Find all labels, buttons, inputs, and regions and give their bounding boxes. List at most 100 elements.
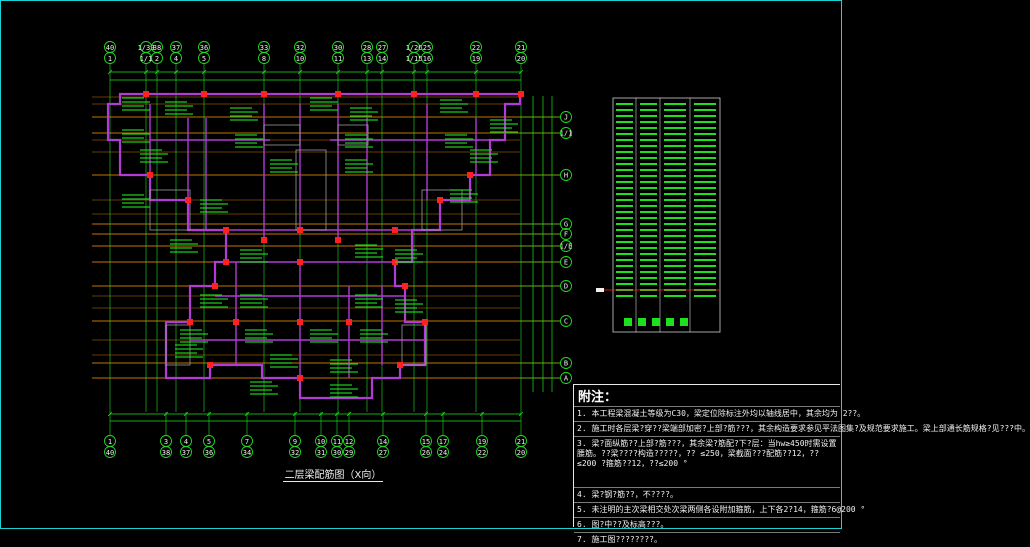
axis-label: 26 — [422, 449, 430, 457]
axis-label: 28 — [363, 44, 371, 52]
axis-label: 11 — [334, 55, 342, 63]
wall-outline — [295, 149, 327, 231]
axis-label: G — [564, 221, 568, 229]
axis-label: 27 — [379, 449, 387, 457]
axis-label: 4 — [184, 438, 188, 446]
axis-bubble — [476, 446, 488, 458]
dimension-tick — [334, 411, 340, 417]
beam-outline — [106, 92, 522, 400]
axis-bubble — [332, 52, 344, 64]
axis-label: A — [564, 375, 569, 383]
axis-bubble — [421, 52, 433, 64]
axis-bubble — [408, 52, 420, 64]
axis-label: 21 — [517, 438, 525, 446]
dimension-tick — [364, 69, 370, 75]
axis-bubble — [315, 446, 327, 458]
axis-label: 36 — [205, 449, 213, 457]
column — [335, 91, 341, 97]
dimension-tick — [244, 411, 250, 417]
axis-label: 19 — [478, 438, 486, 446]
dimension-tick — [479, 411, 485, 417]
column — [392, 227, 398, 233]
axis-label: 19 — [472, 55, 480, 63]
column — [346, 319, 352, 325]
dimension-tick — [380, 411, 386, 417]
axis-label: B — [564, 360, 568, 368]
column — [335, 237, 341, 243]
note-item: 7. 施工图????????。 — [574, 532, 840, 547]
axis-bubble — [560, 218, 572, 230]
axis-label: 7 — [245, 438, 249, 446]
axis-label: 25 — [423, 44, 431, 52]
axis-label: 22 — [472, 44, 480, 52]
axis-label: 22 — [478, 449, 486, 457]
axis-bubble — [437, 446, 449, 458]
axis-label: 8 — [262, 55, 266, 63]
column — [402, 283, 408, 289]
dimension-tick — [423, 411, 429, 417]
axis-label: 38 — [162, 449, 170, 457]
axis-label: 10 — [317, 438, 325, 446]
axis-label: 20 — [517, 449, 525, 457]
axis-bubble — [203, 446, 215, 458]
axis-bubble — [241, 446, 253, 458]
notes-panel: 附注： 1. 本工程梁混凝土等级为C30，梁定位除标注外均以轴线居中，其余均为 … — [573, 384, 1030, 544]
axis-label: 1/E — [560, 243, 573, 251]
axis-bubble — [515, 446, 527, 458]
axis-bubble — [560, 372, 572, 384]
axis-label: J — [564, 114, 568, 122]
dimension-tick — [261, 69, 267, 75]
axis-label: 30 — [334, 44, 342, 52]
axis-bubble — [560, 228, 572, 240]
axis-label: 1 — [108, 438, 112, 446]
axis-label: 16 — [423, 55, 431, 63]
axis-bubble — [560, 315, 572, 327]
dimension-tick — [346, 411, 352, 417]
axis-label: D — [564, 283, 568, 291]
axis-bubble — [104, 446, 116, 458]
axis-bubble — [560, 280, 572, 292]
axis-bubble — [560, 357, 572, 369]
column — [437, 197, 443, 203]
axis-bubble — [560, 111, 572, 123]
axis-label: H — [564, 172, 568, 180]
axis-bubble — [515, 52, 527, 64]
column — [422, 319, 428, 325]
schedule-marker — [596, 288, 604, 292]
note-item: 2. 施工时各层梁?穿??梁端部加密?上部?筋???，其余构造要求参见平法图集?… — [574, 421, 1030, 436]
schedule-symbol — [624, 318, 632, 326]
axis-label: 13 — [363, 55, 371, 63]
axis-label: 11 — [333, 438, 341, 446]
axis-label: 32 — [296, 44, 304, 52]
dimension-tick — [143, 69, 149, 75]
column — [212, 283, 218, 289]
axis-label: 1/15 — [406, 55, 423, 63]
note-item: 1. 本工程梁混凝土等级为C30，梁定位除标注外均以轴线居中，其余均为 2??。 — [574, 406, 865, 421]
dimension-tick — [163, 411, 169, 417]
axis-label: 4 — [174, 55, 178, 63]
axis-label: 12 — [345, 438, 353, 446]
column — [518, 91, 524, 97]
axis-label: 29 — [345, 449, 353, 457]
axis-bubble — [331, 446, 343, 458]
dimension-tick — [183, 411, 189, 417]
axis-bubble — [104, 52, 116, 64]
dimension-tick — [201, 69, 207, 75]
floor-plan-drawing[interactable]: 4011/391/138237436533832103011281327141/… — [0, 0, 842, 529]
axis-label: 36 — [200, 44, 208, 52]
column — [147, 172, 153, 178]
axis-label: 1/1 — [560, 130, 573, 138]
column — [297, 319, 303, 325]
axis-label: 14 — [378, 55, 386, 63]
column — [297, 227, 303, 233]
axis-label: 34 — [243, 449, 251, 457]
axis-bubble — [258, 52, 270, 64]
wall-outline — [421, 189, 463, 231]
note-item: 3. 梁?面纵筋??上部?筋???，其余梁?筋配?下?层：当hw≥450时需设置… — [574, 436, 840, 487]
axis-bubble — [343, 446, 355, 458]
wall-outline — [149, 189, 191, 231]
note-item: 5. 未注明的主次梁相交处次梁两侧各设附加箍筋，上下各2?14，箍筋?6@200… — [574, 502, 865, 517]
axis-label: 37 — [172, 44, 180, 52]
axis-bubble — [377, 446, 389, 458]
axis-label: 24 — [439, 449, 447, 457]
